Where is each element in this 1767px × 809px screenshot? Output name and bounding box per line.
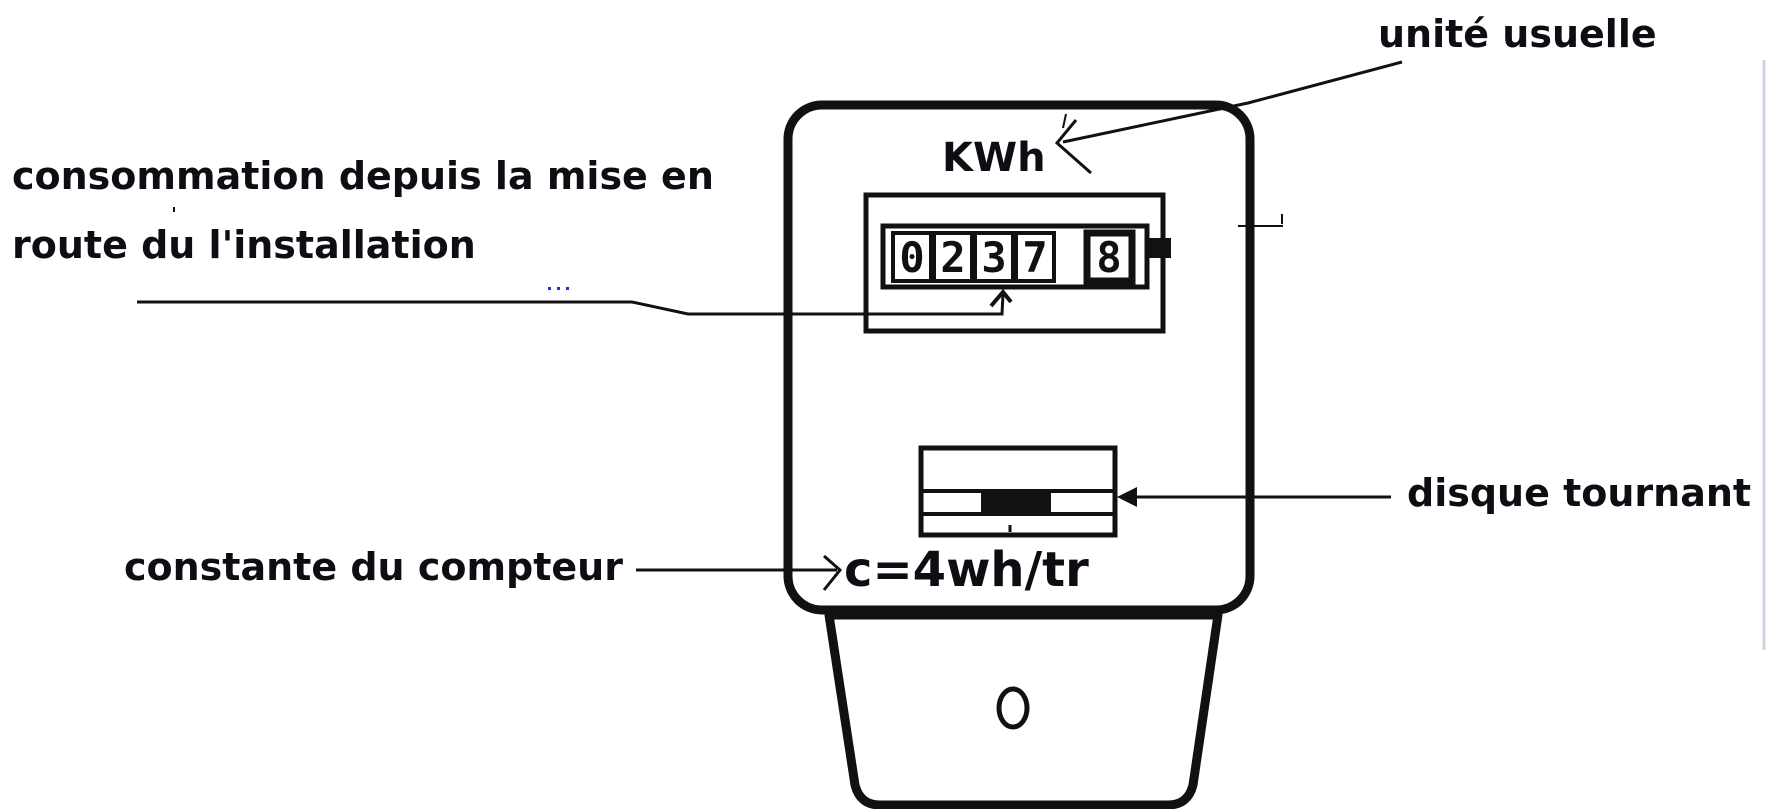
digit-box-2 xyxy=(932,231,974,283)
leader-consommation xyxy=(137,293,1005,316)
arrowhead-constante xyxy=(822,554,843,591)
digit-box-5 xyxy=(1083,229,1136,285)
label-consommation-line1: consommation depuis la mise en xyxy=(12,154,714,198)
blue-dot-3 xyxy=(566,287,569,290)
meter-base xyxy=(824,610,1223,809)
arrowhead-consommation xyxy=(989,288,1013,308)
stray-blue-dots xyxy=(548,287,569,290)
label-consommation-line2: route du l'installation xyxy=(12,223,476,267)
meter-unit-kwh: KWh xyxy=(942,135,1046,181)
blue-dot-2 xyxy=(557,287,560,290)
leader-unite xyxy=(1062,60,1403,144)
counter-knob xyxy=(1147,238,1171,258)
counter-digit-2: 2 xyxy=(940,233,965,282)
counter-digit-4: 7 xyxy=(1022,233,1047,282)
digit-box-3 xyxy=(973,231,1015,283)
counter-digit-5: 8 xyxy=(1096,233,1121,282)
counter-digit-boxes xyxy=(891,229,1136,285)
label-disque-tournant: disque tournant xyxy=(1407,471,1752,515)
counter-digit-1: 0 xyxy=(899,233,924,282)
screw-hole-icon xyxy=(996,686,1030,730)
arrowhead-disque xyxy=(1117,487,1137,507)
meter-constant-value: c=4wh/tr xyxy=(844,542,1089,598)
blue-dot-1 xyxy=(548,287,551,290)
disc-mark xyxy=(981,490,1051,515)
label-constante-du-compteur: constante du compteur xyxy=(124,545,623,589)
label-unite-usuelle: unité usuelle xyxy=(1378,12,1657,56)
digit-box-1 xyxy=(891,231,933,283)
digit-box-4 xyxy=(1014,231,1056,283)
tick-kwh xyxy=(1062,113,1067,129)
arrowhead-unite xyxy=(1054,119,1092,175)
counter-digit-3: 3 xyxy=(981,233,1006,282)
